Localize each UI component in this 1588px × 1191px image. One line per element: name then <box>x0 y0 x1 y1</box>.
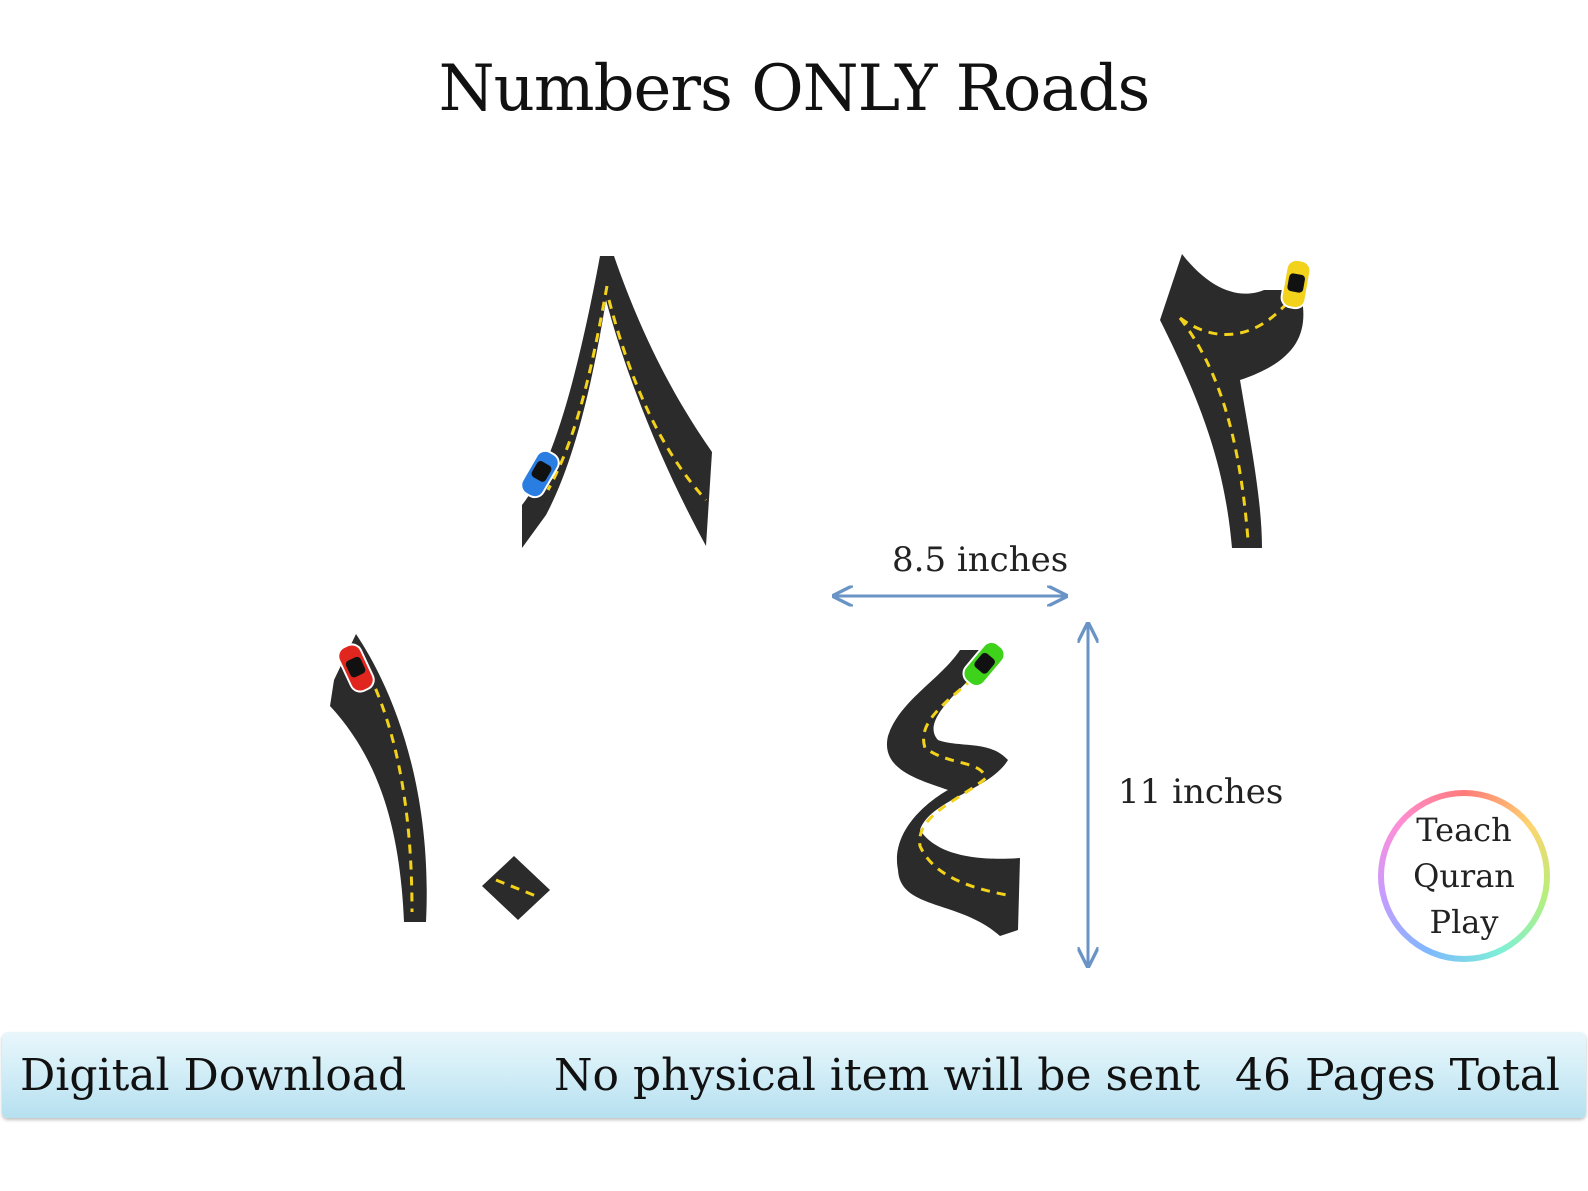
logo-line-3: Play <box>1429 903 1499 941</box>
yellow-car <box>1280 258 1312 310</box>
numeral-eight-road <box>522 256 712 548</box>
banner-digital-download: Digital Download <box>20 1050 407 1101</box>
info-banner: Digital Download No physical item will b… <box>2 1032 1586 1118</box>
banner-no-physical-item: No physical item will be sent <box>554 1050 1201 1101</box>
height-label: 11 inches <box>1118 772 1284 812</box>
numeral-ten-road <box>330 634 550 922</box>
page-title: Numbers ONLY Roads <box>438 52 1151 126</box>
blue-car <box>520 449 560 499</box>
banner-pages-total: 46 Pages Total <box>1234 1050 1560 1101</box>
teach-quran-play-logo: Teach Quran Play <box>1378 790 1550 962</box>
numeral-two-road <box>1160 254 1304 548</box>
width-label: 8.5 inches <box>892 540 1069 580</box>
numeral-four-road <box>886 650 1020 936</box>
red-car <box>337 643 375 693</box>
logo-line-1: Teach <box>1416 811 1512 849</box>
green-car <box>962 640 1006 688</box>
logo-line-2: Quran <box>1413 857 1515 895</box>
